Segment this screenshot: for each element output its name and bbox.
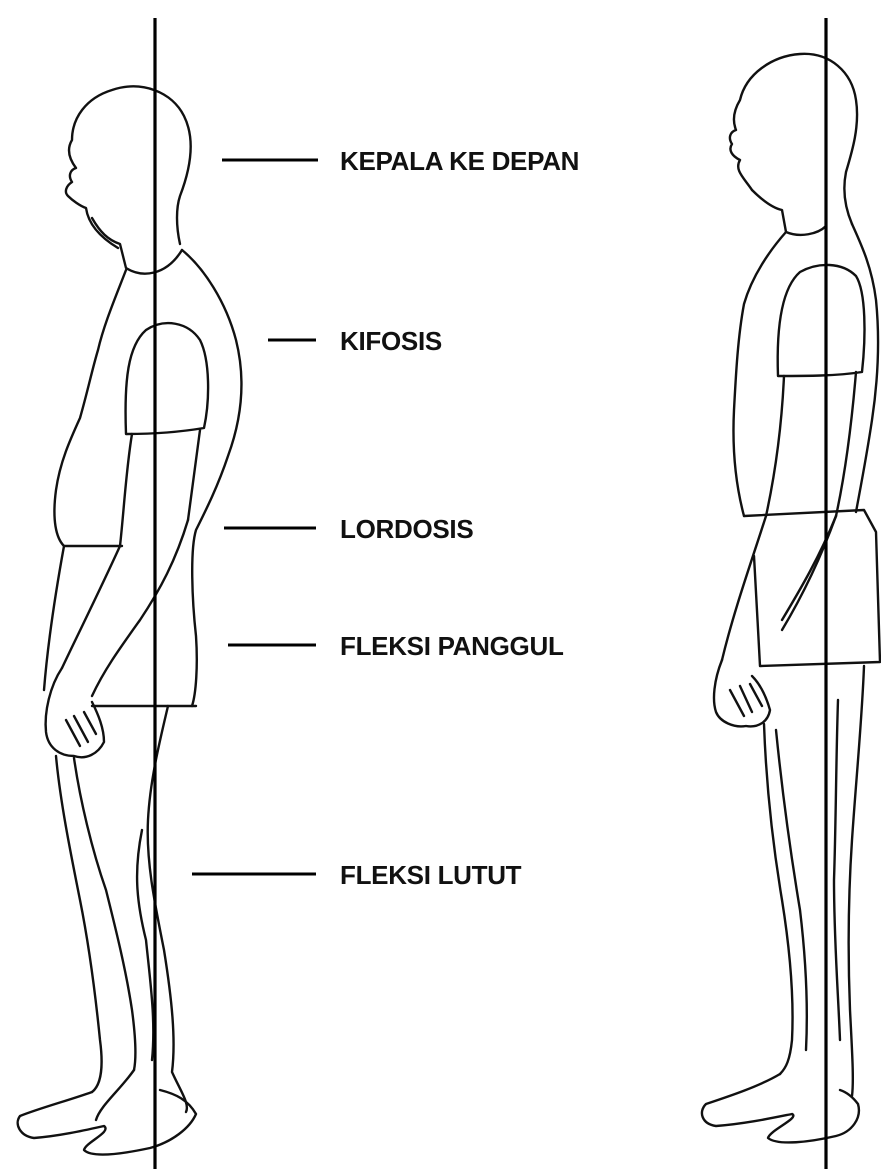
label-text-forward-head: KEPALA KE DEPAN bbox=[340, 146, 579, 176]
left-sleeve bbox=[126, 323, 209, 434]
left-back bbox=[182, 250, 242, 706]
label-text-hip-flexion: FLEKSI PANGGUL bbox=[340, 631, 564, 661]
right-leg-front bbox=[764, 724, 793, 1074]
right-leg-back bbox=[849, 666, 864, 1096]
label-hip-flexion: FLEKSI PANGGUL bbox=[228, 631, 564, 661]
label-lordosis: LORDOSIS bbox=[224, 514, 473, 544]
right-head bbox=[730, 54, 857, 224]
right-forearm bbox=[722, 516, 836, 660]
right-neck bbox=[752, 190, 826, 235]
label-kyphosis: KIFOSIS bbox=[268, 326, 442, 356]
label-text-kyphosis: KIFOSIS bbox=[340, 326, 442, 356]
left-front-torso bbox=[54, 270, 126, 546]
right-shorts bbox=[744, 510, 880, 666]
left-calf bbox=[137, 830, 153, 1060]
ideal-posture-figure bbox=[702, 54, 880, 1143]
label-text-lordosis: LORDOSIS bbox=[340, 514, 473, 544]
left-feet bbox=[18, 1090, 196, 1154]
right-calf bbox=[834, 700, 840, 1040]
left-neck bbox=[92, 218, 182, 274]
left-hand bbox=[46, 668, 104, 757]
right-sleeve bbox=[778, 265, 865, 376]
left-leg-front bbox=[56, 756, 102, 1092]
right-upper-arm bbox=[766, 372, 856, 516]
right-back bbox=[852, 224, 878, 512]
label-knee-flexion: FLEKSI LUTUT bbox=[192, 860, 522, 890]
left-head bbox=[66, 86, 191, 248]
faulty-posture-figure bbox=[18, 86, 242, 1154]
left-upper-arm bbox=[120, 430, 200, 546]
label-forward-head: KEPALA KE DEPAN bbox=[222, 146, 579, 176]
left-toes bbox=[96, 1070, 134, 1120]
right-hand bbox=[714, 660, 770, 726]
right-feet bbox=[702, 1074, 859, 1142]
label-text-knee-flexion: FLEKSI LUTUT bbox=[340, 860, 522, 890]
